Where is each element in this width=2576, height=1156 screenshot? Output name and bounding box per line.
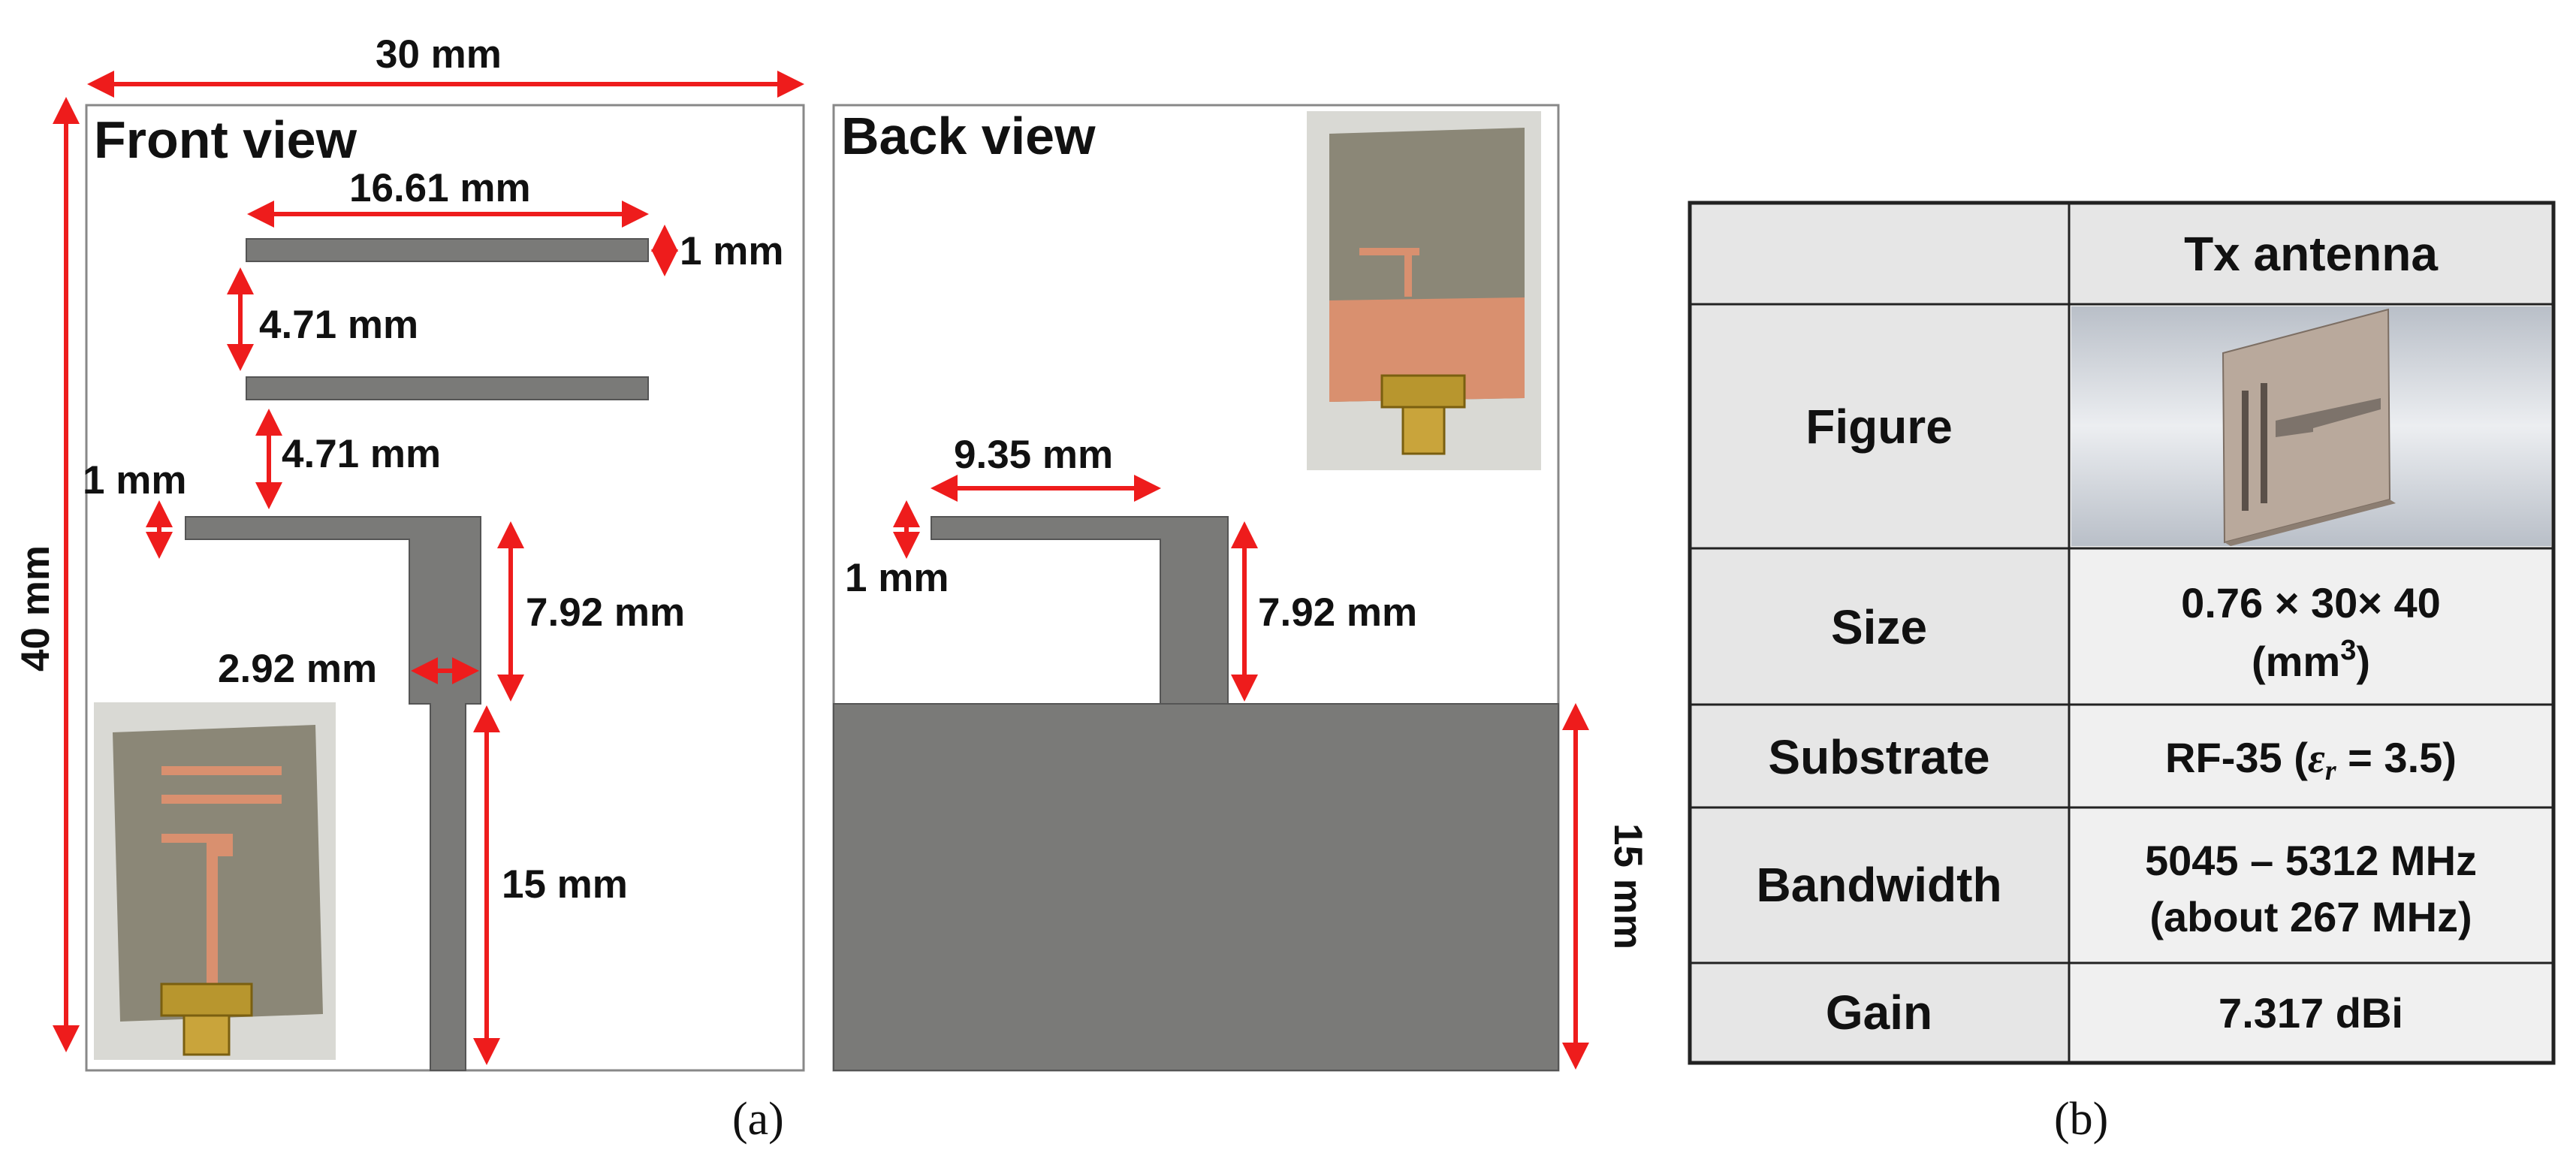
back-arm-width-label: 1 mm [845, 556, 949, 600]
strip-width-label: 1 mm [680, 229, 783, 273]
caption-b: (b) [2054, 1094, 2108, 1145]
front-radiator-shape [185, 516, 481, 1071]
front-view-title: Front view [94, 110, 357, 169]
row-bandwidth-label: Bandwidth [1756, 858, 2001, 912]
antenna-3d-render [2071, 306, 2551, 546]
ground-plane [833, 703, 1559, 1071]
back-arm-length-label: 9.35 mm [954, 433, 1113, 477]
width-30mm-label: 30 mm [376, 32, 502, 77]
parasitic-strip-bottom [246, 376, 649, 400]
front-view-panel: Front view 30 mm 40 mm 16.61 mm 1 mm 4.7… [14, 32, 805, 1072]
row-gain-label: Gain [1826, 985, 1932, 1040]
back-prototype-photo [1307, 111, 1541, 470]
table-header-bg [1690, 203, 2553, 304]
gap1-label: 4.71 mm [259, 303, 418, 347]
arm-width-label: 1 mm [83, 458, 186, 503]
back-view-panel: Back view 9.35 mm 1 mm 7.92 mm 15 mm (a) [732, 104, 1650, 1145]
gap2-label: 4.71 mm [282, 432, 441, 476]
row-size-label: Size [1831, 600, 1927, 654]
caption-a: (a) [732, 1094, 784, 1145]
row-substrate-value: RF-35 (εr = 3.5) [2165, 734, 2457, 786]
table-header-tx-antenna: Tx antenna [2184, 227, 2438, 281]
back-stub-height-label: 7.92 mm [1258, 590, 1417, 635]
ground-height-label: 15 mm [1606, 823, 1650, 949]
row-figure-label: Figure [1805, 400, 1953, 454]
height-40mm-label: 40 mm [14, 545, 58, 672]
back-view-title: Back view [841, 107, 1096, 165]
row-substrate-label: Substrate [1768, 730, 1989, 784]
line-length-label: 15 mm [502, 862, 628, 907]
front-prototype-photo [94, 702, 336, 1060]
row-size-value-line2: (mm3) [2252, 635, 2370, 685]
parasitic-strip-top [246, 238, 649, 262]
row-gain-value: 7.317 dBi [2219, 989, 2403, 1037]
spec-table: Tx antenna Figure Size 0.76 × 30× 40 (mm… [1688, 201, 2556, 1145]
table-label-col-bg [1690, 304, 2069, 1063]
feed-width-label: 2.92 mm [218, 647, 377, 691]
row-bandwidth-value-line1: 5045 – 5312 MHz [2145, 837, 2477, 884]
row-size-value-line1: 0.76 × 30× 40 [2181, 579, 2441, 626]
row-bandwidth-value-line2: (about 267 MHz) [2149, 893, 2472, 940]
strip-length-label: 16.61 mm [349, 166, 531, 210]
feed-height-label: 7.92 mm [526, 590, 685, 635]
